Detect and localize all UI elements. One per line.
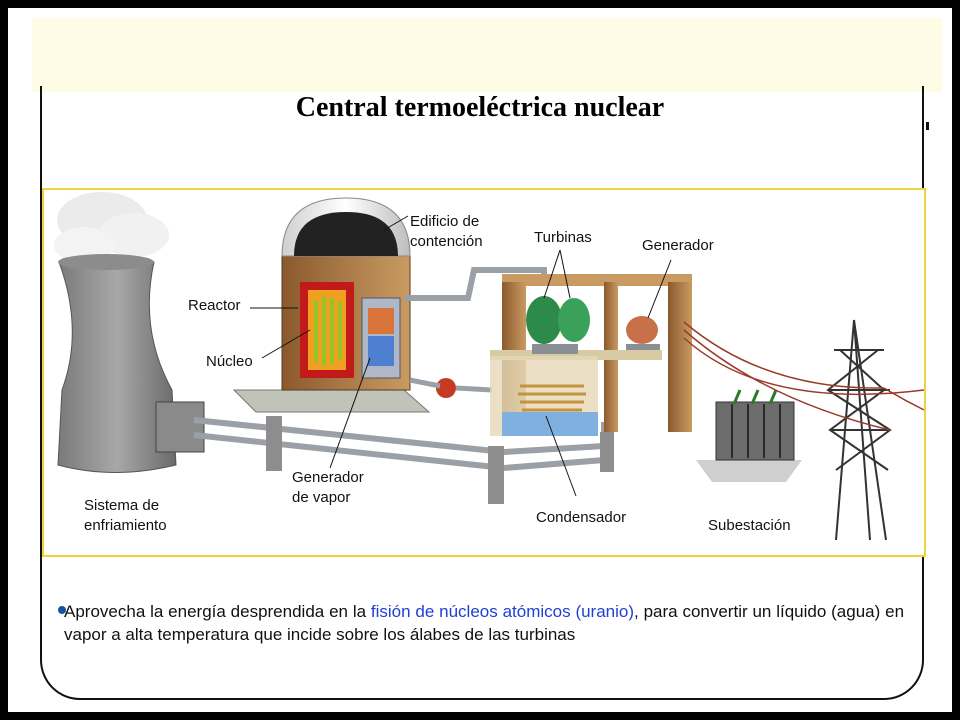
bullet-highlight-link[interactable]: fisión de núcleos atómicos (uranio) [370, 602, 635, 621]
header-banner [32, 18, 942, 92]
label-sistema-line2: enfriamiento [84, 517, 167, 534]
label-sistema-enfriamiento: Sistema de enfriamiento [84, 496, 167, 536]
bullet-paragraph: Aprovecha la energía desprendida en la f… [64, 600, 904, 646]
nuclear-plant-diagram: Edificio de contención Turbinas Generado… [42, 188, 926, 557]
steam-generator [361, 297, 401, 379]
turbine-hall [490, 274, 692, 436]
label-leaders [250, 215, 672, 497]
condenser-unit [518, 384, 586, 412]
frame-mark [926, 122, 929, 130]
label-generador-vapor: Generador de vapor [292, 468, 364, 508]
label-sistema-line1: Sistema de [84, 497, 160, 514]
bullet-icon [58, 606, 66, 614]
label-subestacion: Subestación [708, 517, 791, 534]
label-generador-vapor-line2: de vapor [292, 489, 351, 506]
label-nucleo: Núcleo [206, 353, 253, 370]
substation [696, 389, 802, 482]
transmission-tower [826, 319, 892, 541]
label-edificio: Edificio de contención [410, 212, 483, 252]
label-edificio-line2: contención [410, 233, 483, 250]
generator-unit [626, 316, 660, 350]
bullet-text-part1: Aprovecha la energía desprendida en la [64, 602, 371, 621]
label-reactor: Reactor [188, 297, 241, 314]
page-title: Central termoeléctrica nuclear [295, 92, 665, 123]
plant-illustration [54, 192, 924, 541]
cooling-tower [57, 254, 205, 473]
label-generador: Generador [642, 237, 714, 254]
label-condensador: Condensador [536, 509, 627, 526]
turbine-units [526, 296, 590, 354]
steam-cloud [54, 192, 169, 263]
bullet-text-part2: , para convertir un líquido (agua) en va… [64, 602, 905, 644]
label-turbinas: Turbinas [534, 229, 592, 246]
reactor-vessel [300, 282, 354, 378]
power-lines [683, 321, 924, 431]
slide: Central termoeléctrica nuclear [8, 8, 952, 712]
label-generador-vapor-line1: Generador [292, 469, 364, 486]
label-edificio-line1: Edificio de [410, 213, 480, 230]
